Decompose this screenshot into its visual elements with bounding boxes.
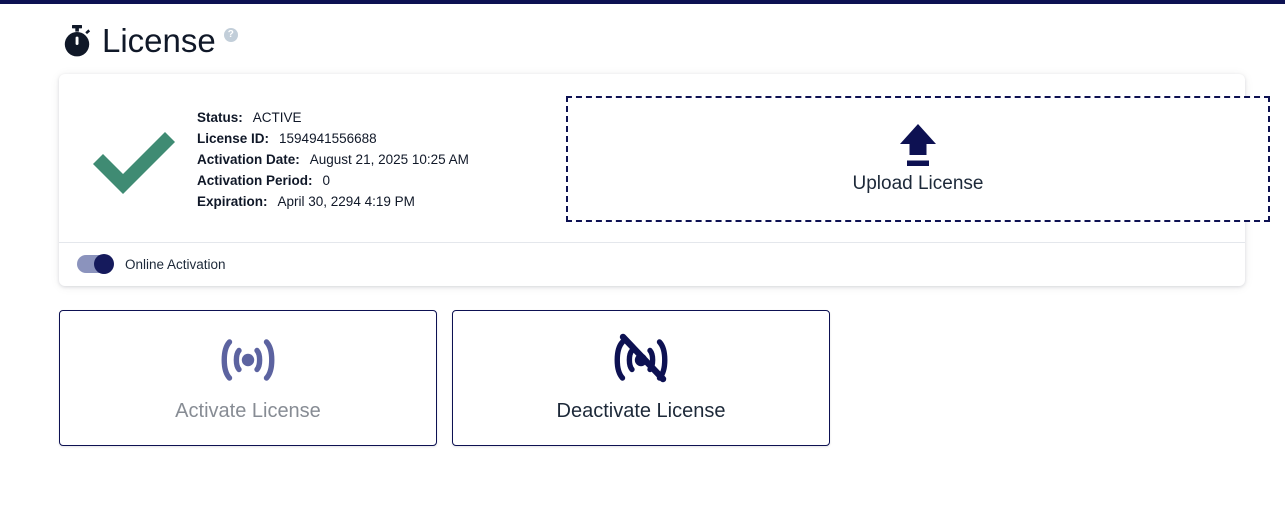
detail-value: April 30, 2294 4:19 PM [277,193,415,209]
detail-label: Activation Period: [197,172,313,188]
deactivate-license-button[interactable]: Deactivate License [452,310,830,446]
detail-label: Expiration: [197,193,268,209]
broadcast-off-icon [609,332,673,388]
broadcast-icon [216,332,280,388]
detail-row-expiration: Expiration: April 30, 2294 4:19 PM [197,191,469,212]
detail-value: 1594941556688 [279,130,377,146]
detail-row-activation-date: Activation Date: August 21, 2025 10:25 AM [197,149,469,170]
online-activation-toggle[interactable] [77,254,114,274]
stopwatch-icon [60,24,94,58]
license-card: Status: ACTIVE License ID: 1594941556688 A… [59,74,1270,286]
upload-arrow-icon [896,122,940,170]
help-circle-icon[interactable]: ? [223,28,238,42]
detail-row-status: Status: ACTIVE [197,107,469,128]
license-action-buttons: Activate License Deactivate License [59,310,830,446]
online-activation-label: Online Activation [125,256,226,272]
activate-license-label: Activate License [175,400,321,422]
detail-value: August 21, 2025 10:25 AM [309,151,469,167]
detail-row-license-id: License ID: 1594941556688 [197,128,469,149]
toggle-knob [94,254,114,274]
detail-label: License ID: [197,130,270,146]
upload-license-dropzone[interactable]: Upload License [566,96,1270,222]
license-card-body: Status: ACTIVE License ID: 1594941556688 A… [59,74,1270,242]
check-icon [87,120,181,198]
activate-license-button[interactable]: Activate License [59,310,437,446]
license-status-block: Status: ACTIVE License ID: 1594941556688 A… [77,107,517,212]
detail-label: Activation Date: [197,151,300,167]
page-title: License [102,22,216,59]
license-details: Status: ACTIVE License ID: 1594941556688 A… [197,107,469,212]
page-header: License ? [60,20,238,62]
top-accent-bar [0,0,1285,4]
detail-value: ACTIVE [252,109,302,125]
upload-license-label: Upload License [852,173,984,194]
detail-label: Status: [197,109,243,125]
deactivate-license-label: Deactivate License [556,400,726,422]
detail-row-activation-period: Activation Period: 0 [197,170,469,191]
detail-value: 0 [322,172,331,188]
online-activation-row: Online Activation [59,242,1245,286]
